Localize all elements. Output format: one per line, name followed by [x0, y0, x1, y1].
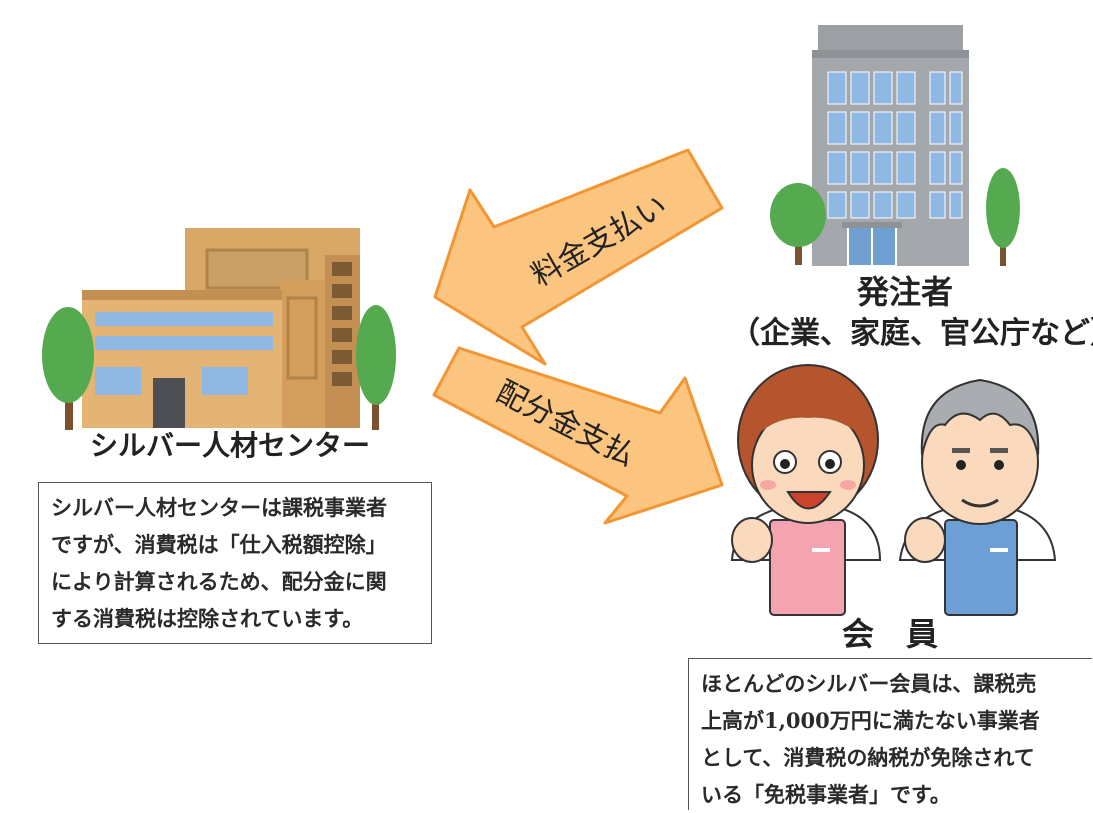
- distribution-arrow: 配分金支払: [432, 346, 724, 525]
- note-line: 上高が1,000万円に満たない事業者: [701, 708, 1040, 733]
- silver-center-name: シルバー人材センター: [89, 429, 370, 462]
- woman-member-illustration: [730, 364, 882, 616]
- payment-arrow: 料金支払い: [433, 148, 724, 366]
- note-line: する消費税は控除されています。: [51, 606, 364, 631]
- note-line: により計算されるため、配分金に関: [51, 569, 387, 594]
- silver-center-building-illustration: [82, 228, 360, 428]
- tree-icon: [986, 168, 1020, 266]
- man-member-illustration: [898, 378, 1057, 616]
- tree-icon: [770, 183, 826, 265]
- client-building-illustration: [812, 25, 969, 267]
- note-line: ほとんどのシルバー会員は、課税売: [701, 671, 1037, 696]
- note-line: いる「免税事業者」です。: [701, 782, 951, 807]
- silver-center-note: シルバー人材センターは課税事業者 ですが、消費税は「仕入税額控除」 により計算さ…: [38, 482, 432, 644]
- note-line: として、消費税の納税が免除されて: [701, 745, 1035, 770]
- members-note: ほとんどのシルバー会員は、課税売 上高が1,000万円に満たない事業者 として、…: [688, 658, 1092, 810]
- client-name: 発注者: [856, 273, 953, 311]
- client-description: （企業、家庭、官公庁など）: [730, 316, 1093, 351]
- note-line: シルバー人材センターは課税事業者: [51, 495, 387, 520]
- members-name: 会 員: [841, 615, 938, 653]
- note-line: ですが、消費税は「仕入税額控除」: [51, 532, 387, 557]
- tree-icon: [356, 305, 396, 430]
- tree-icon: [42, 307, 94, 430]
